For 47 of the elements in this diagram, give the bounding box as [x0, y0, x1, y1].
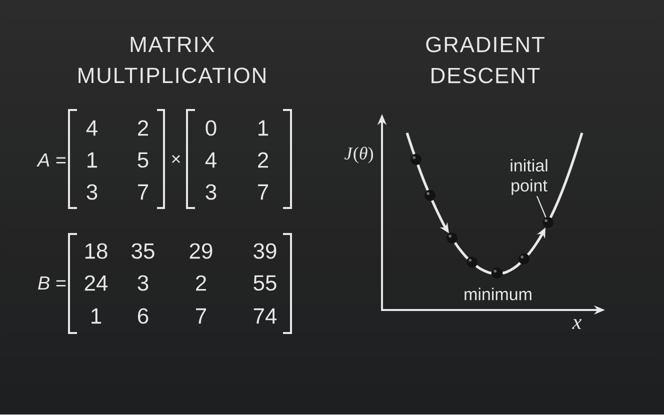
matrix-entry: 39 — [254, 243, 276, 259]
curve-segment — [475, 264, 492, 274]
heading: MATRIX MULTIPLICATION — [78, 36, 266, 84]
matrix-entry: 18 — [85, 243, 108, 259]
ball — [542, 217, 554, 228]
ball — [446, 232, 458, 244]
matrix-entry: 3 — [86, 184, 98, 200]
matrix-entry: 74 — [254, 308, 277, 324]
matrix-entry: 4 — [205, 152, 216, 168]
matrix-entry: 2 — [258, 152, 268, 168]
matrix-entry: 7 — [196, 308, 206, 324]
axis-label: x — [572, 319, 582, 329]
ball — [424, 190, 436, 201]
heading: GRADIENT DESCENT — [426, 36, 544, 84]
matrix-entry: 7 — [138, 184, 148, 200]
times-sign: × — [172, 155, 180, 164]
ball — [466, 256, 478, 268]
ball — [492, 268, 502, 278]
matrix-entry: 35 — [132, 243, 154, 259]
matrix-entry: 2 — [196, 275, 206, 291]
curve-segment — [502, 262, 522, 274]
matrix-entry: 7 — [258, 184, 268, 200]
curve-segment — [406, 132, 416, 155]
axis-label: J(θ) — [344, 146, 373, 164]
matrix-entry: 6 — [138, 308, 148, 324]
matrix-label: A = — [36, 153, 66, 167]
annotation: minimum — [464, 288, 532, 300]
matrix-entry: 55 — [254, 275, 276, 291]
ball — [518, 253, 530, 264]
matrix-label: B = — [38, 276, 66, 290]
matrix-entry: 29 — [190, 243, 212, 259]
matrix-entry: 4 — [86, 120, 98, 136]
matrix-entry: 1 — [258, 120, 268, 136]
matrix-entry: 5 — [138, 152, 148, 168]
curve-segment — [454, 242, 469, 260]
matrix-entry: 1 — [88, 152, 98, 168]
annotation: initial point — [510, 159, 548, 195]
ball — [410, 154, 422, 165]
matrix-entry: 24 — [84, 275, 108, 291]
leader-line — [536, 196, 546, 218]
matrix-entry: 1 — [92, 308, 102, 324]
curve-segment — [549, 132, 584, 218]
matrix-entry: 3 — [138, 275, 148, 291]
matrix-entry: 0 — [206, 120, 216, 136]
curve-segment — [416, 164, 429, 191]
matrix-entry: 3 — [206, 184, 216, 200]
matrix-entry: 2 — [138, 120, 148, 136]
